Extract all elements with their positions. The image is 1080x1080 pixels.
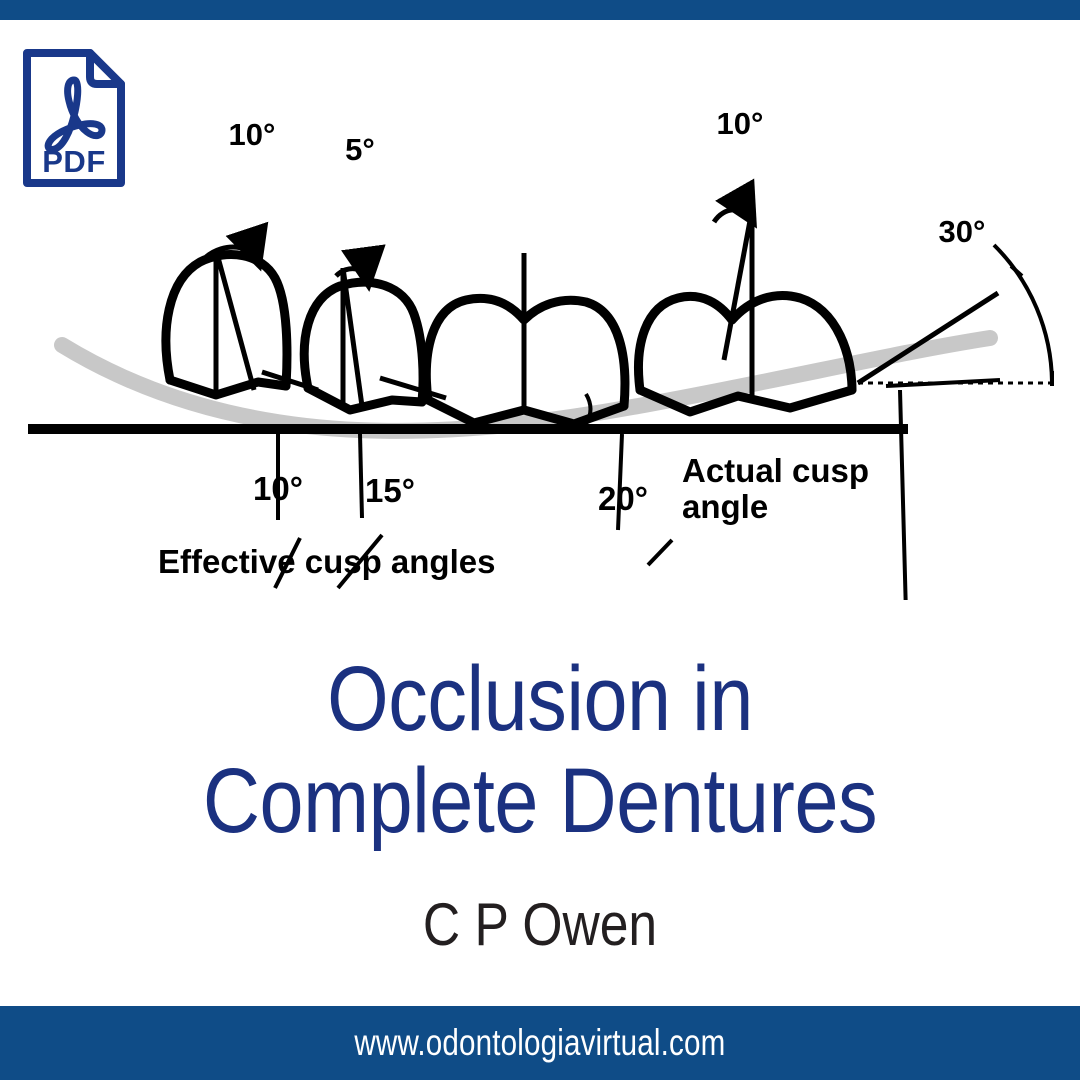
thirty-degree-arc (992, 243, 1054, 384)
pointer-to-effective-2 (336, 533, 384, 590)
bracket-top-arm (885, 378, 1001, 388)
caption-effective-cusp-angles: Effective cusp angles (158, 543, 495, 580)
top-accent-bar (0, 0, 1080, 20)
pointer-to-effective-1 (273, 537, 302, 589)
page-title: Occlusion in Complete Dentures (0, 648, 1080, 852)
actual-cusp-angle-mark (584, 392, 593, 426)
leader-effective-2 (358, 433, 364, 519)
label-effective-cusp-angle-1: 10° (253, 470, 303, 507)
label-curve-angle: 30° (939, 214, 986, 249)
title-line-1: Occlusion in (327, 648, 753, 750)
tooth-4-angle-arrow (711, 178, 757, 229)
pdf-file-icon[interactable]: PDF (18, 44, 130, 192)
label-tooth-4-inclination: 10° (717, 106, 764, 141)
leader-actual (616, 433, 624, 531)
effective-cusp-slope-2 (379, 375, 447, 401)
label-actual-cusp-angle: 20° (598, 480, 648, 517)
occlusal-plane-baseline (28, 424, 908, 434)
caption-actual-cusp-line1: Actual cusp (682, 452, 869, 489)
label-effective-cusp-angle-2: 15° (365, 472, 415, 509)
title-line-2: Complete Dentures (202, 750, 878, 852)
effective-cusp-slope-1 (261, 369, 319, 393)
footer-website-url[interactable]: www.odontologiavirtual.com (354, 1022, 726, 1063)
label-tooth-2-inclination: 5° (345, 132, 375, 167)
pointer-to-actual (646, 538, 674, 567)
label-tooth-1-inclination: 10° (229, 117, 276, 152)
author-name: C P Owen (422, 891, 658, 958)
caption-actual-cusp-line2: angle (682, 488, 768, 525)
tooth-1-long-axis (213, 249, 257, 391)
tooth-2-long-axis (340, 267, 365, 407)
arc-end-tick-top (1009, 264, 1024, 278)
curve-tangent-ray (856, 290, 1000, 386)
svg-text:PDF: PDF (42, 144, 106, 179)
occlusion-diagram: 10° 5° 10° 30° 10° 15° 20° Actual cusp a… (0, 90, 1080, 652)
tooth-1-angle-arrow (204, 221, 269, 272)
tooth-2-angle-arrow (334, 244, 386, 292)
tooth-2 (299, 277, 428, 415)
tooth-4-long-axis (721, 209, 755, 361)
footer-bar: www.odontologiavirtual.com (0, 1006, 1080, 1080)
